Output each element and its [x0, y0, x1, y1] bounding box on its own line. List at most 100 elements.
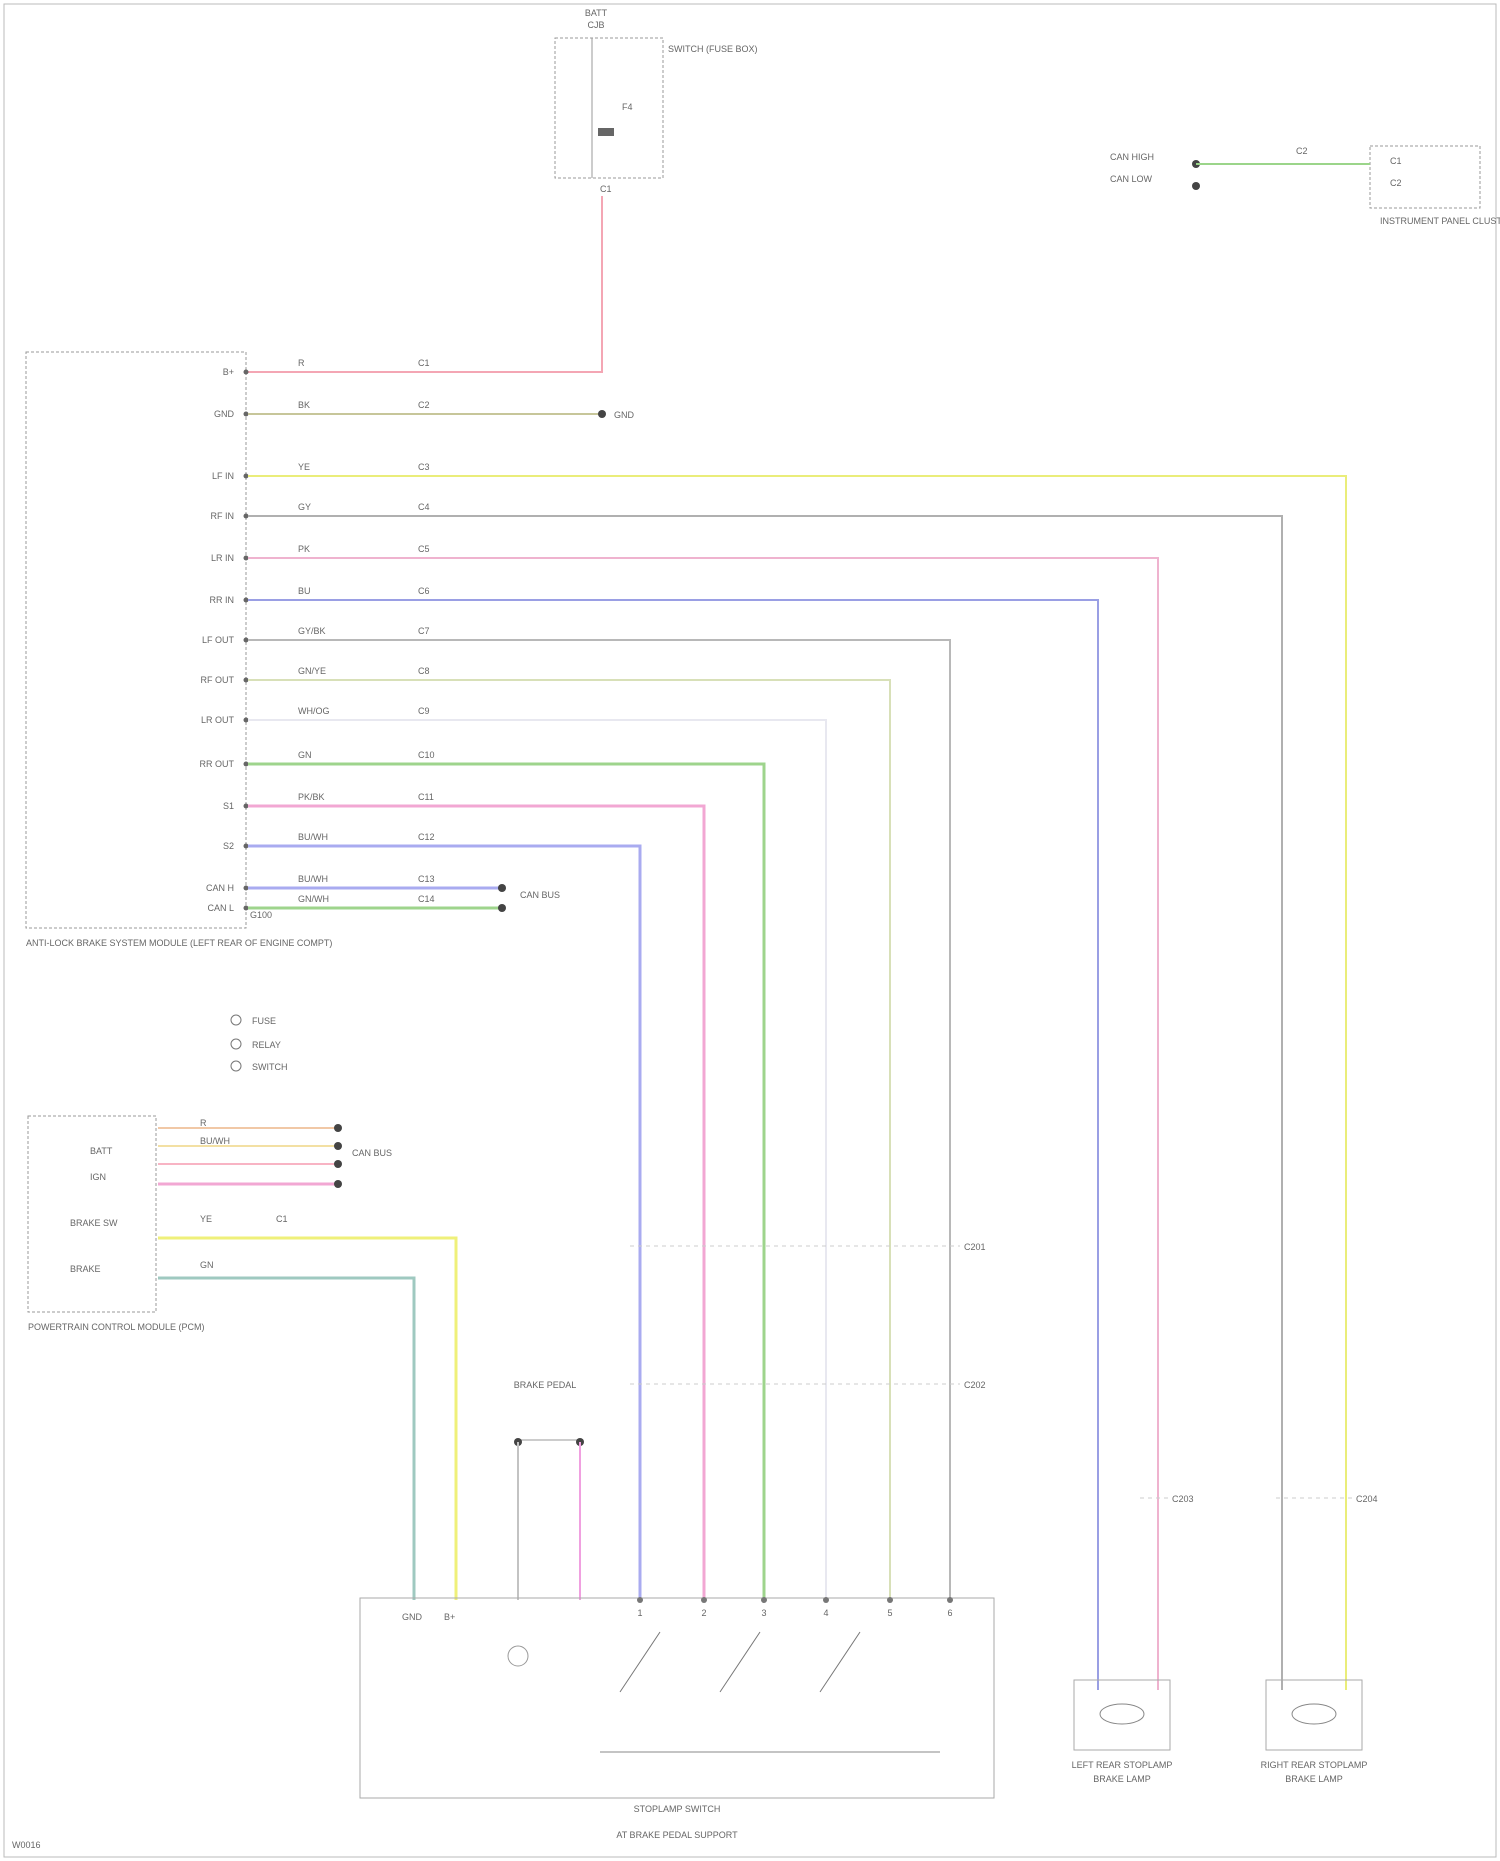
abs-wire-code: PK/BK: [298, 792, 325, 802]
abs-pin-dot: [244, 638, 249, 643]
switch-contact-label: 5: [887, 1608, 892, 1618]
abs-pin-label: RF OUT: [201, 675, 235, 685]
can-h-splice: [498, 884, 506, 892]
abs-pin-label: LF OUT: [202, 635, 235, 645]
wire-lr-out: [248, 720, 826, 1600]
abs-pin-label: LR OUT: [201, 715, 235, 725]
pcm-module: POWERTRAIN CONTROL MODULE (PCM) BATT IGN…: [28, 1116, 456, 1600]
legend-fuse: FUSE: [252, 1016, 276, 1026]
legend-relay-icon: [231, 1039, 241, 1049]
ipc-can-low: CAN LOW: [1110, 174, 1153, 184]
connector-label-4: C204: [1356, 1494, 1378, 1504]
fuse-desc: SWITCH (FUSE BOX): [668, 44, 758, 54]
pcm-pin-2: IGN: [90, 1172, 106, 1182]
pcm-wire-code-2: BU/WH: [200, 1136, 230, 1146]
pcm-wire-code-1: R: [200, 1118, 207, 1128]
abs-pin-dot: [244, 804, 249, 809]
abs-circuit-id: C8: [418, 666, 430, 676]
abs-circuit-id: C7: [418, 626, 430, 636]
abs-pin-dot: [244, 514, 249, 519]
abs-pin-label: RF IN: [211, 511, 235, 521]
abs-pin-dot: [244, 678, 249, 683]
switch-arms: [620, 1632, 860, 1692]
abs-circuit-id: C14: [418, 894, 435, 904]
right-lamp-box: [1266, 1680, 1362, 1750]
abs-circuit-id: C10: [418, 750, 435, 760]
right-lamp-icon: [1292, 1704, 1336, 1724]
ipc-wire-code: C2: [1296, 146, 1308, 156]
abs-pin-label: RR IN: [210, 595, 235, 605]
switch-caption-1: BRAKE PEDAL: [514, 1380, 577, 1390]
pcm-splice-1: [334, 1124, 342, 1132]
instrument-panel-cluster: C1 C2 INSTRUMENT PANEL CLUSTER CAN HIGH …: [1110, 146, 1500, 226]
legend-switch: SWITCH: [252, 1062, 288, 1072]
ipc-pin-1: C1: [1390, 156, 1402, 166]
switch-contact-label: 2: [701, 1608, 706, 1618]
connector-label-2: C202: [964, 1380, 986, 1390]
abs-circuit-id: C12: [418, 832, 435, 842]
connector-label-3: C203: [1172, 1494, 1194, 1504]
legend-switch-icon: [231, 1061, 241, 1071]
ipc-can-high: CAN HIGH: [1110, 152, 1154, 162]
legend: FUSE RELAY SWITCH: [231, 1015, 288, 1072]
abs-module: ANTI-LOCK BRAKE SYSTEM MODULE (LEFT REAR…: [26, 352, 560, 948]
page-frame: [4, 4, 1496, 1857]
abs-ground-label: G100: [250, 910, 272, 920]
abs-wire-code: BU/WH: [298, 832, 328, 842]
left-lamp-caption: BRAKE LAMP: [1093, 1774, 1151, 1784]
switch-box: [360, 1598, 994, 1798]
left-lamp-icon: [1100, 1704, 1144, 1724]
ipc-label: INSTRUMENT PANEL CLUSTER: [1380, 216, 1500, 226]
switch-contact-pin: [637, 1597, 643, 1603]
abs-pin-label: CAN H: [206, 883, 234, 893]
pcm-wire-code-4: GN: [200, 1260, 214, 1270]
abs-pin-label: S1: [223, 801, 234, 811]
switch-contact-label: 4: [823, 1608, 828, 1618]
abs-wire-code: GN/YE: [298, 666, 326, 676]
abs-wire-code: GN/WH: [298, 894, 329, 904]
abs-pin-label: S2: [223, 841, 234, 851]
legend-fuse-icon: [231, 1015, 241, 1025]
brake-pedal-relay: BRAKE PEDAL: [514, 1380, 584, 1600]
switch-caption-2: AT BRAKE PEDAL SUPPORT: [616, 1830, 738, 1840]
pcm-pin-4: BRAKE: [70, 1264, 101, 1274]
abs-pin-label: LF IN: [212, 471, 234, 481]
abs-pin-label: CAN L: [207, 903, 234, 913]
abs-wire-code: BU: [298, 586, 311, 596]
abs-circuit-id: C11: [418, 792, 434, 802]
abs-pin-dot: [244, 474, 249, 479]
abs-pin-dot: [244, 556, 249, 561]
switch-contact-pin: [823, 1597, 829, 1603]
ipc-box: [1370, 146, 1480, 208]
right-lamp-caption: BRAKE LAMP: [1285, 1774, 1343, 1784]
abs-pin-label: LR IN: [211, 553, 234, 563]
legend-relay: RELAY: [252, 1040, 281, 1050]
abs-circuit-id: C6: [418, 586, 430, 596]
wire-s2: [248, 846, 640, 1600]
wire-rf-out: [248, 680, 890, 1600]
fuse-box-outline: [555, 38, 663, 178]
pcm-pin-1: BATT: [90, 1146, 113, 1156]
switch-lamp-icon: [508, 1646, 528, 1666]
switch-label: STOPLAMP SWITCH: [634, 1804, 721, 1814]
fuse-box-top: BATT CJB SWITCH (FUSE BOX) F4 C1: [555, 8, 758, 194]
switch-left-2: B+: [444, 1612, 455, 1622]
abs-pin-dot: [244, 718, 249, 723]
switch-contact-label: 3: [761, 1608, 766, 1618]
abs-pin-label: GND: [214, 409, 235, 419]
abs-wire-code: R: [298, 358, 305, 368]
left-lamp-box: [1074, 1680, 1170, 1750]
fuse-subtitle: CJB: [587, 20, 604, 30]
abs-wire-code: GY/BK: [298, 626, 326, 636]
ground-top-label: GND: [614, 410, 635, 420]
pcm-pin-3: BRAKE SW: [70, 1218, 118, 1228]
abs-pin-dot: [244, 844, 249, 849]
switch-contact-pin: [701, 1597, 707, 1603]
pcm-splice-4: [334, 1180, 342, 1188]
abs-pin-dot: [244, 906, 249, 911]
pcm-splice-2: [334, 1142, 342, 1150]
abs-pin-label: B+: [223, 367, 234, 377]
